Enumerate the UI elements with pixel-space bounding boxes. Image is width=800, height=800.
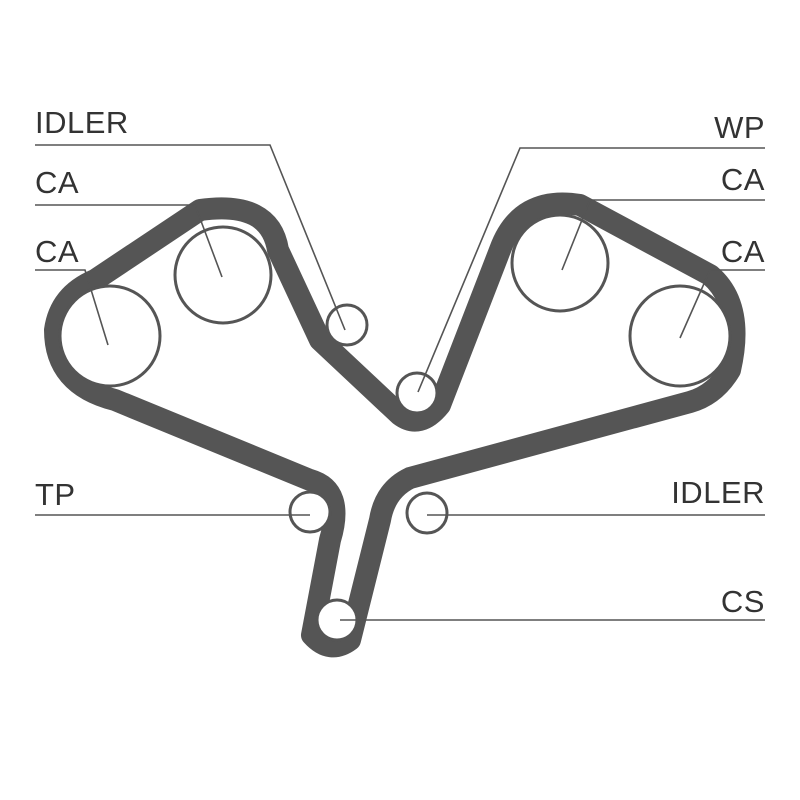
- label-tp: TP: [35, 477, 76, 512]
- camshaft-pulley-right-lower: [628, 284, 732, 388]
- idler-pulley-right: [405, 491, 449, 535]
- label-idler-top: IDLER: [35, 105, 129, 140]
- leader-ca-right-lower: [679, 269, 765, 339]
- leader-ca-left-lower: [35, 269, 109, 346]
- labels: IDLER CA CA TP WP CA CA IDLER CS: [35, 105, 765, 619]
- label-ca-right-upper: CA: [721, 162, 765, 197]
- leader-ca-left-upper: [35, 204, 223, 278]
- water-pump-pulley: [395, 371, 439, 415]
- label-ca-right-lower: CA: [721, 234, 765, 269]
- idler-pulley-top: [325, 303, 369, 347]
- label-idler-right: IDLER: [671, 475, 765, 510]
- leader-wp: [417, 147, 765, 393]
- belt-outline: [44, 192, 746, 658]
- label-wp: WP: [714, 110, 765, 145]
- timing-belt: [44, 192, 746, 658]
- label-ca-left-lower: CA: [35, 234, 79, 269]
- leader-lines: [35, 144, 765, 621]
- camshaft-pulley-right-upper: [510, 213, 610, 313]
- pulleys: [58, 213, 732, 642]
- label-ca-left-upper: CA: [35, 165, 79, 200]
- camshaft-pulley-left-lower: [58, 284, 162, 388]
- tensioner-pulley: [288, 490, 332, 534]
- label-cs: CS: [721, 584, 765, 619]
- leader-ca-right-upper: [561, 199, 765, 271]
- leader-idler-top: [35, 144, 346, 331]
- camshaft-pulley-left-upper: [173, 225, 273, 325]
